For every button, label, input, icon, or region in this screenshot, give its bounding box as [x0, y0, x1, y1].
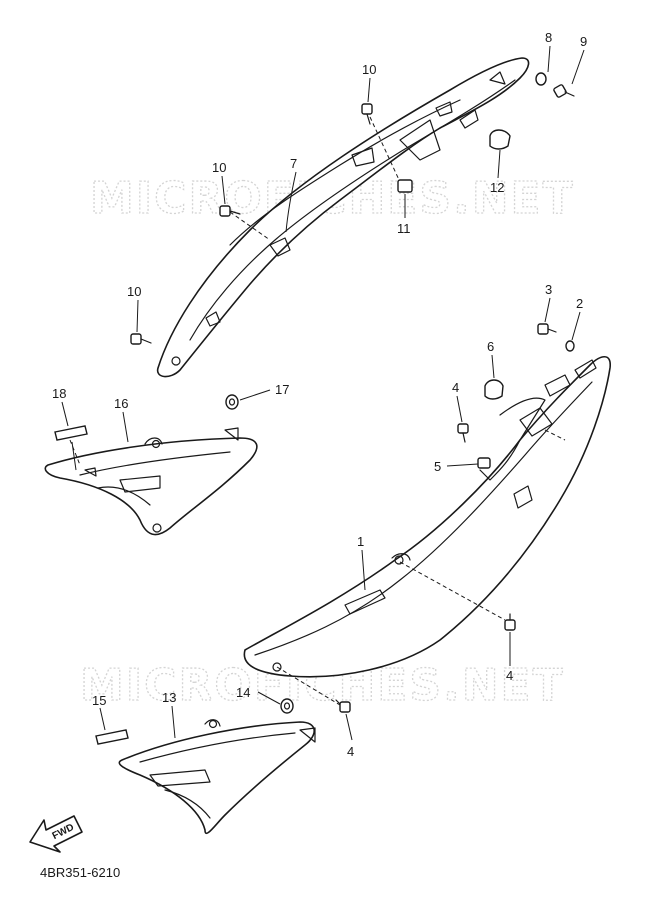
- part-12-grommet[interactable]: [489, 129, 511, 150]
- callout-15: 15: [92, 693, 106, 708]
- part-4-bolt-upper[interactable]: [457, 423, 469, 443]
- callout-10-left: 10: [127, 284, 141, 299]
- part-4-bolt-lower[interactable]: [335, 699, 351, 713]
- callout-2: 2: [576, 296, 583, 311]
- callout-3: 3: [545, 282, 552, 297]
- part-4-bolt-right[interactable]: [504, 613, 516, 631]
- part-10-bolt-top[interactable]: [361, 103, 373, 125]
- part-16-upper-small-cover[interactable]: [44, 427, 258, 536]
- part-10-bolt-middle[interactable]: [219, 205, 241, 217]
- part-8-washer[interactable]: [535, 72, 547, 86]
- part-6-grommet[interactable]: [484, 379, 504, 400]
- callout-4-upper: 4: [452, 380, 459, 395]
- part-17-grommet[interactable]: [225, 394, 239, 410]
- callout-11: 11: [397, 221, 411, 236]
- part-1-lower-cover[interactable]: [243, 355, 611, 678]
- part-14-grommet[interactable]: [280, 698, 294, 714]
- alignment-lines: [69, 116, 566, 706]
- part-2-washer[interactable]: [565, 340, 575, 352]
- part-15-pad[interactable]: [95, 729, 129, 745]
- part-18-pad[interactable]: [54, 425, 88, 441]
- callout-10-middle: 10: [212, 160, 226, 175]
- callout-10-top: 10: [362, 62, 376, 77]
- callout-4-lower: 4: [347, 744, 354, 759]
- leader-lines: [61, 45, 585, 741]
- callout-4-right: 4: [506, 668, 513, 683]
- part-5-nut[interactable]: [477, 457, 491, 469]
- part-11-nut[interactable]: [397, 179, 413, 193]
- callout-16: 16: [114, 396, 128, 411]
- callout-9: 9: [580, 34, 587, 49]
- part-7-upper-rail[interactable]: [156, 57, 530, 378]
- callout-8: 8: [545, 30, 552, 45]
- part-3-bolt[interactable]: [537, 323, 557, 335]
- callout-13: 13: [162, 690, 176, 705]
- callout-7: 7: [290, 156, 297, 171]
- part-9-bolt[interactable]: [553, 84, 575, 98]
- callout-17: 17: [275, 382, 289, 397]
- callout-1: 1: [357, 534, 364, 549]
- callout-6: 6: [487, 339, 494, 354]
- part-13-lower-small-cover[interactable]: [118, 719, 316, 835]
- diagram-reference-code: 4BR351-6210: [40, 865, 120, 880]
- callout-18: 18: [52, 386, 66, 401]
- callout-14: 14: [236, 685, 250, 700]
- callout-12: 12: [490, 180, 504, 195]
- fwd-arrow-icon: FWD: [29, 815, 83, 853]
- part-10-bolt-left[interactable]: [130, 333, 152, 345]
- callout-5: 5: [434, 459, 441, 474]
- callout-labels: 8 9 10 7 10 12 11 10 3 2 6 17 4 18 16 5 …: [52, 30, 587, 759]
